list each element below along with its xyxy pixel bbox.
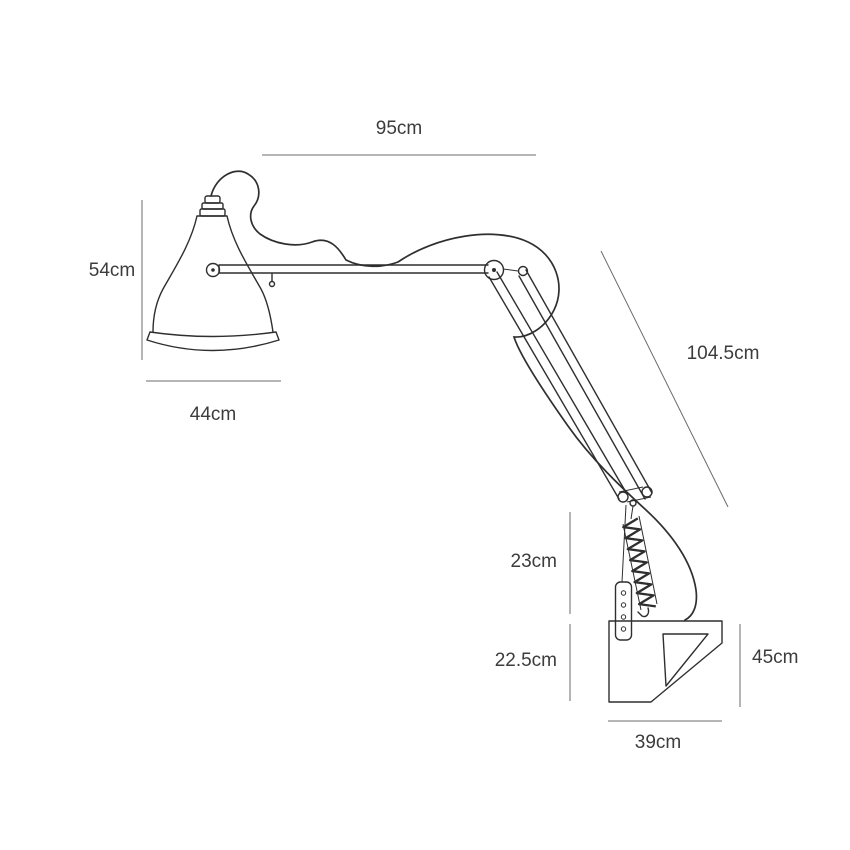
elbow-link-tab [502,268,519,272]
tension-spring [621,499,658,618]
label-bracket-height: 45cm [752,647,798,668]
spring-anchor-rod [621,504,634,583]
lamp-shade [146,195,280,352]
label-arm-reach: 104.5cm [687,343,760,364]
label-shade-height: 54cm [89,260,135,281]
strap-plate [614,581,633,641]
lower-joint-front [617,491,629,503]
power-cable [210,170,698,621]
label-spring-upper: 23cm [511,551,557,572]
strap-hole-3 [620,614,627,620]
upper-arm-bar [218,264,489,274]
dimension-labels: 95cm 54cm 44cm 104.5cm 23cm 22.5cm 45cm … [89,118,799,753]
dim-line-arm-reach [600,250,729,508]
wall-anchor-strap [614,581,633,641]
label-overall-width: 95cm [376,118,422,139]
elbow-axle [492,268,496,272]
elbow-joint [483,259,529,281]
bracket-cutout [662,633,709,687]
strap-hole-1 [620,590,627,596]
shade-cap-base [199,208,226,217]
shade-bell-outline [152,215,274,333]
lower-arm-links [488,269,653,503]
lower-link-front [488,271,628,500]
shade-rim [146,331,280,352]
label-spring-lower: 22.5cm [495,650,557,671]
elbow-hub [483,259,505,281]
shade-cap-top [204,195,221,204]
spring-coil [622,517,656,608]
strap-hole-2 [620,602,627,608]
shade-pivot-screw [211,268,215,272]
shade-cap-mid [201,202,224,210]
arm-screw-head [268,280,276,288]
wall-bracket [608,620,723,703]
strap-hole-4 [620,626,627,632]
dimension-lines [141,154,741,722]
upper-arm [218,264,489,288]
label-bracket-depth: 39cm [635,732,681,753]
label-shade-diameter: 44cm [190,404,236,425]
spring-hook-bottom [637,607,650,618]
lower-link-rear [518,269,653,500]
bracket-outline [608,620,723,703]
elbow-secondary-pivot [517,265,529,277]
lower-joint-rear [641,486,653,498]
